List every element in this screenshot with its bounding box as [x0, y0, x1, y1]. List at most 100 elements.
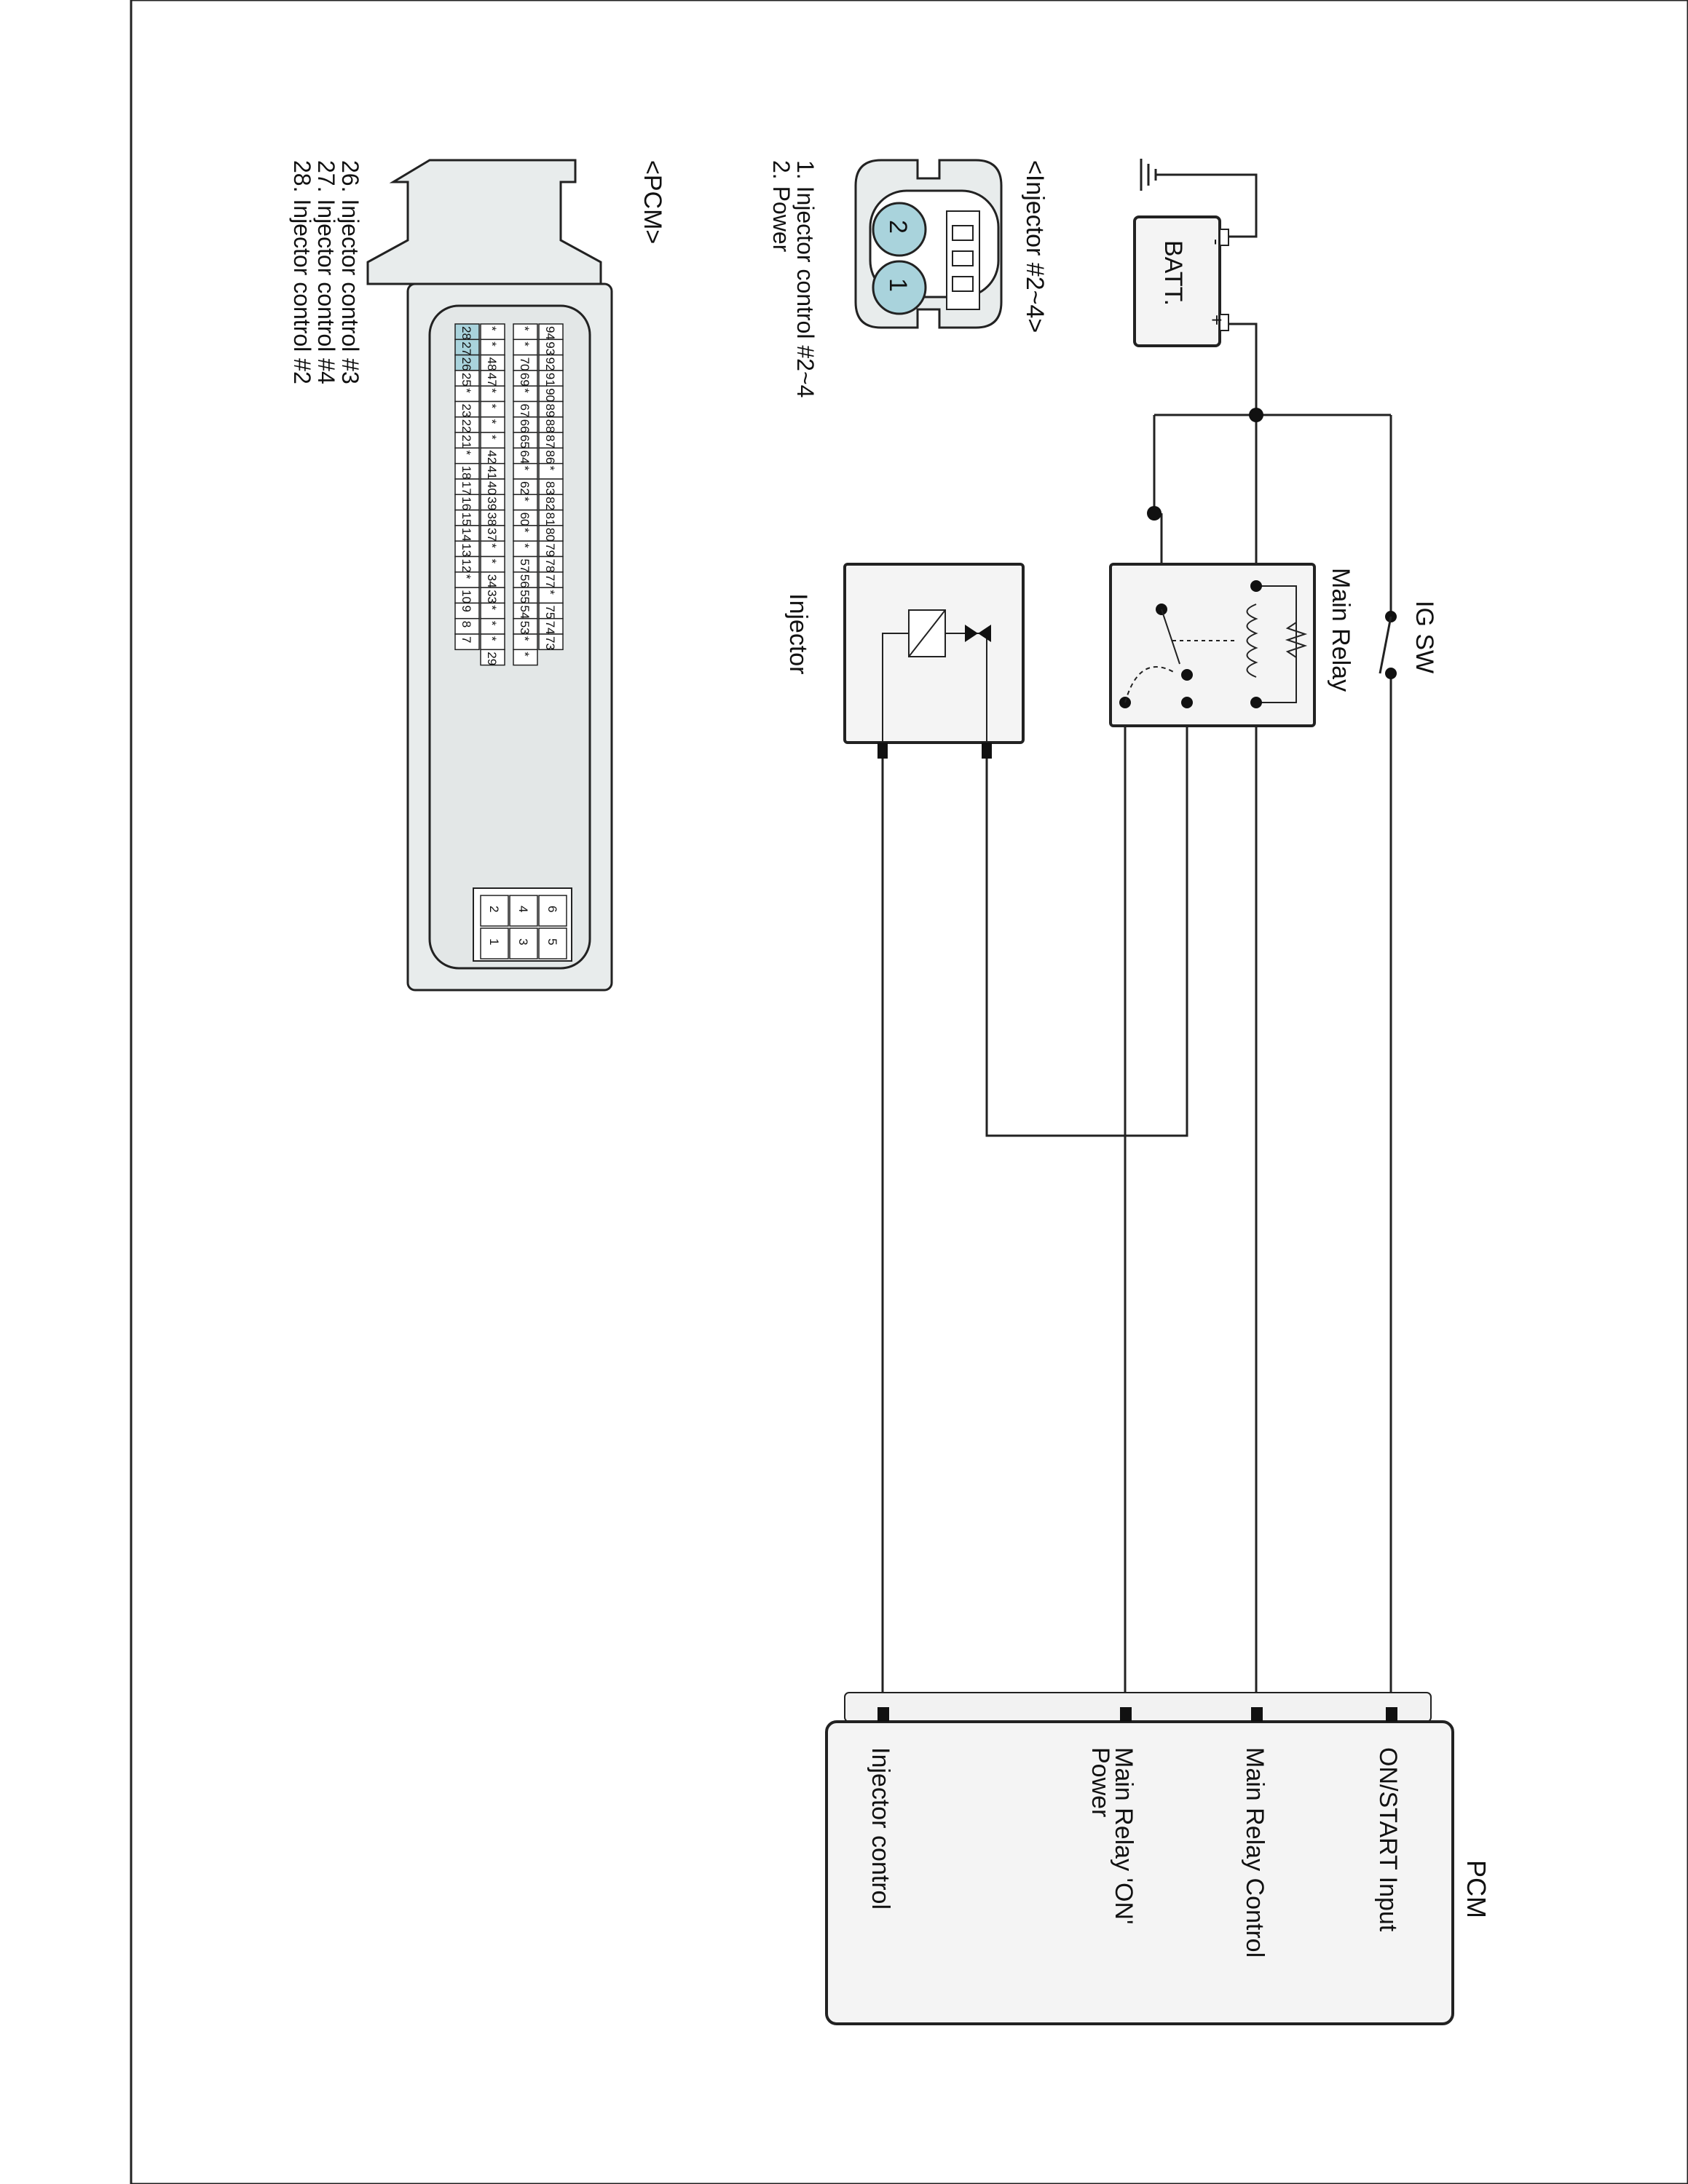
pcm-pin-cell — [513, 649, 538, 666]
pcm-pin-label: * — [518, 636, 532, 641]
injector-label: Injector — [784, 593, 812, 675]
pcm-pin-label: * — [518, 652, 532, 657]
pcm-pin-label: * — [485, 388, 499, 393]
pcm-pin-label: 38 — [485, 513, 499, 526]
main-relay-label: Main Relay — [1327, 568, 1354, 692]
injector-pin-label-1: 1 — [884, 278, 912, 292]
injector-connector-title: <Injector #2~4> — [1021, 160, 1049, 333]
pcm-pin-label: * — [485, 621, 499, 626]
pcm-power-pin-cell — [480, 895, 509, 927]
pcm-pin-label: 13 — [460, 543, 473, 557]
pcm-pin-label: 10 — [460, 590, 473, 604]
pcm-connector-title: <PCM> — [639, 160, 666, 244]
pcm-pin-cell — [538, 633, 564, 651]
pcm-pin-label: 23 — [460, 404, 473, 418]
pcm-pin-label: 78 — [543, 559, 557, 573]
pcm-pin-cell — [454, 633, 480, 651]
pcm-pin-label: 60 — [518, 513, 532, 526]
pcm-pin-label: 57 — [518, 559, 532, 573]
pcm-pin-label: 33 — [485, 590, 499, 604]
junction-dots — [1147, 408, 1263, 521]
pcm-pin-label: * — [460, 388, 473, 393]
pcm-pin-label: 70 — [518, 357, 532, 371]
pcm-pin-label: * — [485, 435, 499, 440]
pcm-pin-label: * — [485, 404, 499, 409]
pcm-pin-label: 12 — [460, 559, 473, 573]
pcm-pin-label: 16 — [460, 496, 473, 510]
pcm-pin-label: * — [460, 574, 473, 579]
battery-symbol: BATT. - + — [1133, 215, 1229, 347]
pcm-pin-label: 27 — [460, 341, 473, 355]
pcm-terminal-injector-control: Injector control — [867, 1747, 894, 1910]
pcm-pin-label: * — [518, 388, 532, 393]
pcm-pin-label: * — [543, 590, 557, 595]
pcm-pin-label: 37 — [485, 528, 499, 542]
page-frame — [130, 0, 1688, 2184]
pcm-power-pin-label: 1 — [487, 938, 501, 945]
pcm-pin-label: 21 — [460, 435, 473, 448]
pcm-pin-label: 40 — [485, 481, 499, 495]
pcm-pin-label: 22 — [460, 419, 473, 433]
pcm-power-pin-label: 6 — [545, 906, 559, 912]
pcm-power-pin-cell — [509, 895, 538, 927]
pcm-pin-label: 64 — [518, 450, 532, 464]
pcm-pin-label: 74 — [543, 621, 557, 635]
pcm-pin-label: 73 — [543, 636, 557, 650]
pcm-pin-label: 67 — [518, 404, 532, 418]
pcm-pin-label: 56 — [518, 574, 532, 588]
pcm-pin-label: 87 — [543, 435, 557, 448]
pcm-pin-label: 80 — [543, 528, 557, 542]
pcm-pin-label: * — [485, 605, 499, 610]
pcm-pin-label: 83 — [543, 481, 557, 495]
pcm-pin-label: 9 — [460, 605, 473, 612]
pcm-legend-1: 26. Injector control #3 — [337, 160, 363, 384]
battery-minus: - — [1206, 239, 1228, 245]
pcm-block: PCM ON/START Input Main Relay Control Ma… — [825, 1692, 1491, 2025]
pcm-pin-label: * — [485, 636, 499, 641]
pcm-pin-label: 54 — [518, 605, 532, 619]
pcm-power-pin-cell — [538, 895, 567, 927]
pcm-pin-label: 66 — [518, 419, 532, 433]
injector-pin-2 — [872, 202, 927, 257]
pcm-pin-cell — [480, 649, 505, 666]
pcm-pin-label: 75 — [543, 605, 557, 619]
pcm-pin-label: 15 — [460, 513, 473, 526]
ig-switch-symbol: IG SW — [1379, 601, 1438, 679]
pcm-pin-label: 81 — [543, 513, 557, 526]
pcm-pin-label: 25 — [460, 373, 473, 387]
pcm-pin-label: 26 — [460, 357, 473, 371]
pcm-pin-label: * — [518, 496, 532, 502]
pcm-power-pin-label: 5 — [545, 938, 559, 945]
pcm-pin-label: 86 — [543, 450, 557, 464]
ig-sw-label: IG SW — [1411, 601, 1438, 673]
pcm-terminal-power: Power — [1086, 1747, 1114, 1817]
pcm-pin-label: 48 — [485, 357, 499, 371]
pcm-pin-label: 14 — [460, 528, 473, 542]
injector-pin-1 — [872, 260, 927, 315]
pcm-pin-label: 69 — [518, 373, 532, 387]
pcm-pin-label: 92 — [543, 357, 557, 371]
injector-symbol: Injector — [784, 563, 1025, 759]
pcm-power-pin-cell — [480, 927, 509, 960]
pcm-terminal-main-relay-on: Main Relay 'ON' — [1110, 1747, 1137, 1925]
pcm-pin-label: 93 — [543, 341, 557, 355]
pcm-pin-label: * — [485, 559, 499, 564]
pcm-pin-label: 34 — [485, 574, 499, 588]
pcm-pin-label: 41 — [485, 466, 499, 480]
pcm-pin-label: 39 — [485, 496, 499, 510]
battery-label: BATT. — [1159, 240, 1187, 306]
pcm-pin-label: 7 — [460, 636, 473, 643]
pcm-pin-label: 18 — [460, 466, 473, 480]
pcm-pin-label: 53 — [518, 621, 532, 635]
pcm-pin-label: * — [518, 543, 532, 548]
injector-pin-label-2: 2 — [884, 220, 912, 234]
pcm-power-pin-cell — [509, 927, 538, 960]
pcm-power-pin-label: 3 — [516, 938, 530, 945]
pcm-pin-label: 79 — [543, 543, 557, 557]
pcm-pin-label: 89 — [543, 404, 557, 418]
pcm-legend-2: 27. Injector control #4 — [313, 160, 339, 384]
pcm-pin-label: 28 — [460, 326, 473, 340]
pcm-pin-label: * — [485, 341, 499, 347]
pcm-pin-label: 91 — [543, 373, 557, 387]
